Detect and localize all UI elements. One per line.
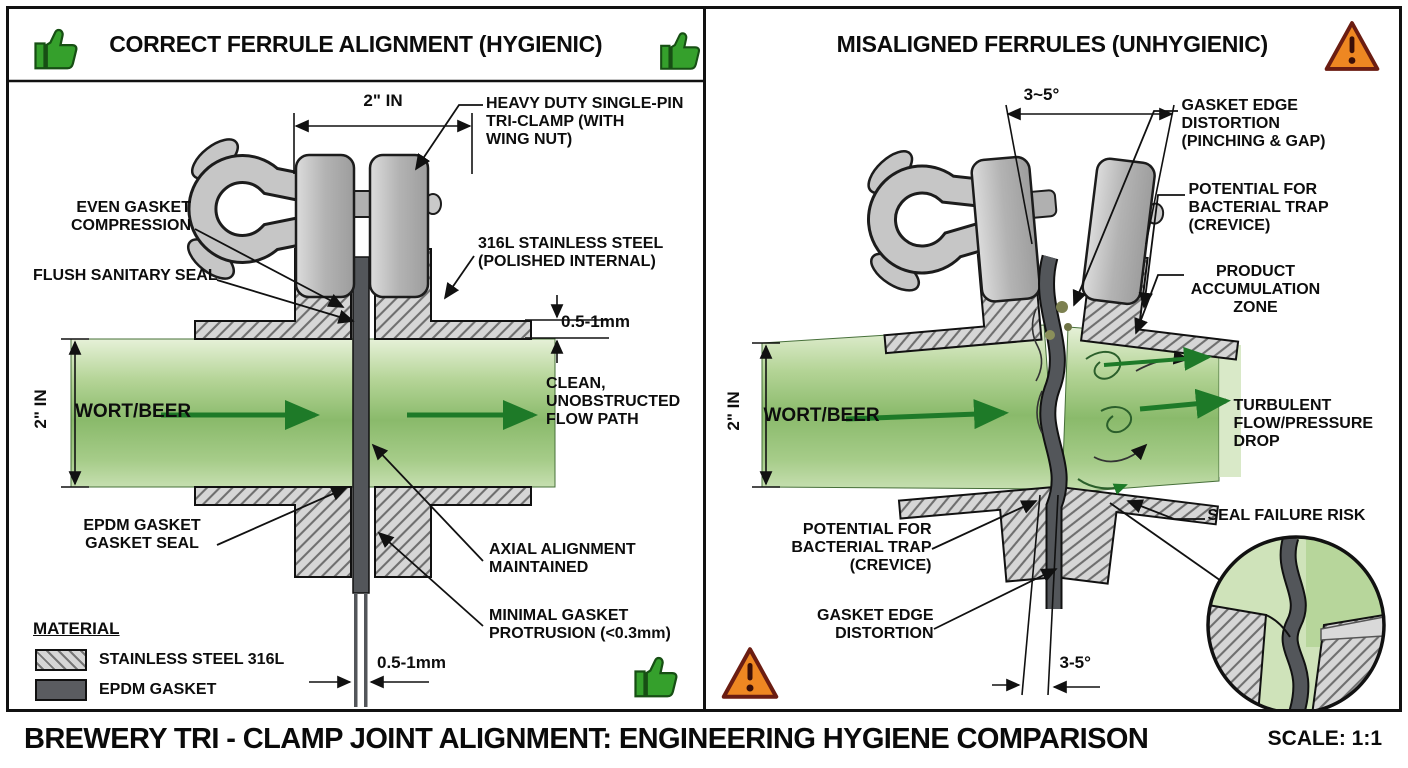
scale-note: SCALE: 1:1 [1267, 727, 1382, 750]
seal-failure-magnifier [1205, 535, 1386, 709]
warning-icon [1323, 19, 1381, 73]
epdm-gasket-label: EPDM GASKET GASKET SEAL [83, 517, 201, 553]
distorted-gasket [1037, 254, 1072, 609]
diagram-title: BREWERY TRI - CLAMP JOINT ALIGNMENT: ENG… [24, 722, 1149, 755]
leader-lines [194, 104, 484, 627]
accumulation-label: PRODUCT ACCUMULATION ZONE [1190, 263, 1321, 317]
top-width-dimension: 2" IN [363, 91, 403, 110]
pipe-diameter-dimension: 2" IN [723, 391, 743, 431]
bottom-angle-dimension: 3-5° [1059, 653, 1091, 672]
turbulent-label: TURBULENT FLOW/PRESSURE DROP [1233, 397, 1374, 451]
distortion-top-label: GASKET EDGE DISTORTION (PINCHING & GAP) [1181, 97, 1326, 151]
steel-label: 316L STAINLESS STEEL (POLISHED INTERNAL) [478, 235, 664, 271]
distortion-bottom-label: GASKET EDGE DISTORTION [817, 607, 934, 643]
legend-epdm-label: EPDM GASKET [99, 681, 217, 698]
panel-title: CORRECT FERRULE ALIGNMENT (HYGIENIC) [109, 31, 603, 57]
flow-label: WORT/BEER [75, 401, 192, 422]
even-gasket-label: EVEN GASKET COMPRESSION [70, 199, 191, 235]
epdm-swatch [35, 679, 87, 701]
turbulence-swirls [1031, 308, 1190, 495]
legend-stainless-label: STAINLESS STEEL 316L [99, 651, 285, 668]
dimension-lines [61, 113, 609, 689]
dimension-lines [751, 104, 1175, 696]
flush-seal-label: FLUSH SANITARY SEAL [33, 267, 218, 284]
thumbs-up-icon [631, 649, 685, 703]
clamp-label: HEAVY DUTY SINGLE-PIN TRI-CLAMP (WITH WI… [486, 95, 684, 149]
flow-arrows [845, 346, 1231, 430]
comparison-board: CORRECT FERRULE ALIGNMENT (HYGIENIC) 2" … [6, 6, 1402, 712]
legend-title: MATERIAL [33, 619, 120, 638]
flow-label: WORT/BEER [763, 405, 880, 426]
pipe-diameter-dimension: 2" IN [31, 389, 50, 429]
clean-flow-label: CLEAN, UNOBSTRUCTED FLOW PATH [546, 375, 681, 429]
warning-icon [720, 645, 780, 701]
seal-failure-label: SEAL FAILURE RISK [1207, 507, 1366, 524]
tri-clamp [187, 138, 442, 299]
protrusion-label: MINIMAL GASKET PROTRUSION (<0.3mm) [489, 607, 671, 643]
thumbs-up-icon [657, 25, 703, 75]
bottom-gap-dimension: 0.5-1mm [377, 653, 446, 672]
panel-correct-alignment: CORRECT FERRULE ALIGNMENT (HYGIENIC) 2" … [9, 9, 703, 709]
stainless-swatch [35, 649, 87, 671]
axial-label: AXIAL ALIGNMENT MAINTAINED [489, 541, 636, 577]
gasket [352, 256, 370, 707]
leader-lines [931, 110, 1225, 630]
right-diagram-drawing [751, 104, 1386, 709]
footer-bar: BREWERY TRI - CLAMP JOINT ALIGNMENT: ENG… [6, 714, 1396, 764]
bacterial-trap-top-label: POTENTIAL FOR BACTERIAL TRAP (CREVICE) [1188, 181, 1329, 235]
top-angle-dimension: 3~5° [1023, 85, 1060, 104]
panel-misaligned: MISALIGNED FERRULES (UNHYGIENIC) 3~5° GA… [702, 9, 1400, 709]
panel-title: MISALIGNED FERRULES (UNHYGIENIC) [836, 31, 1269, 57]
thumbs-up-icon [31, 21, 85, 75]
bacterial-trap-bottom-label: POTENTIAL FOR BACTERIAL TRAP (CREVICE) [791, 521, 932, 575]
right-ferrule-assembly [1050, 157, 1239, 585]
left-diagram-drawing [9, 79, 703, 707]
gap-dimension: 0.5-1mm [561, 312, 630, 331]
